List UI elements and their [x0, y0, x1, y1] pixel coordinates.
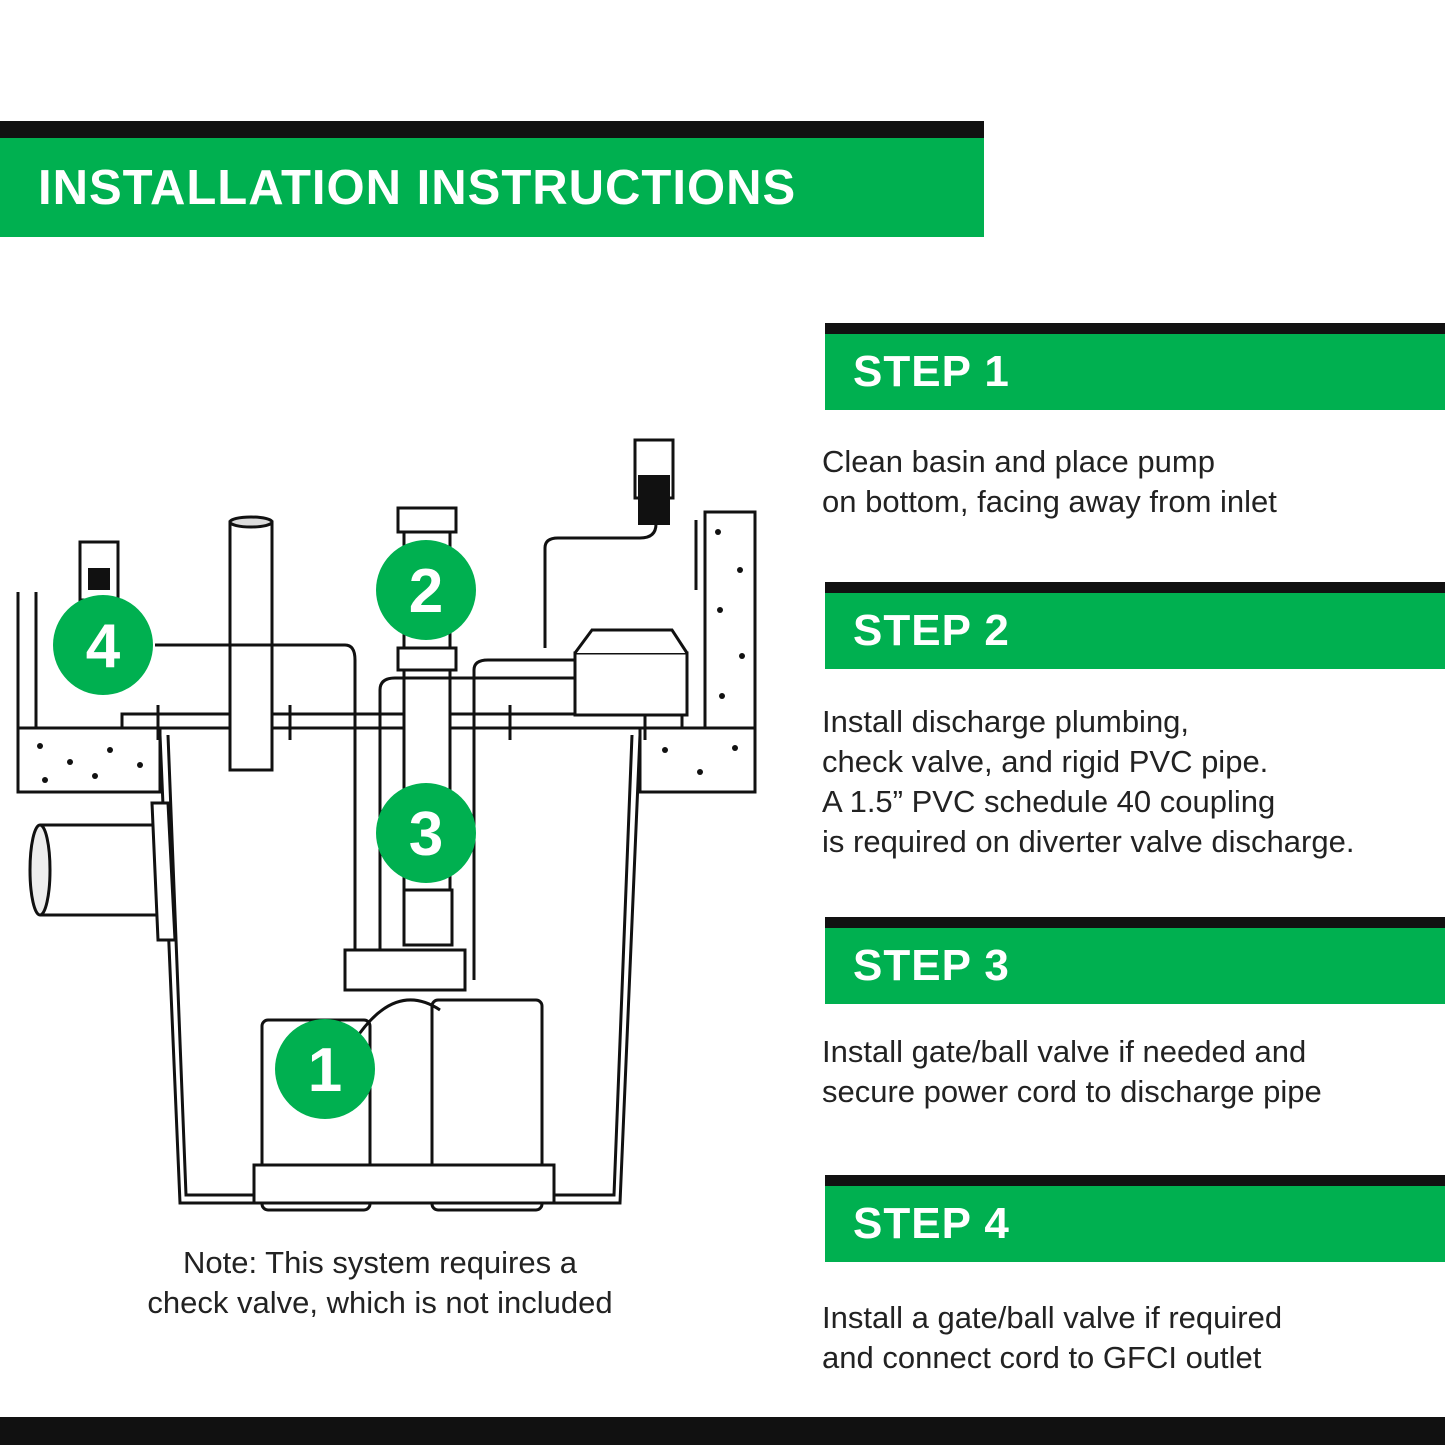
page-title: INSTALLATION INSTRUCTIONS — [38, 160, 797, 215]
badge-4: 4 — [53, 595, 153, 695]
step-1-text: Clean basin and place pump on bottom, fa… — [822, 442, 1442, 522]
step-1-band: STEP 1 — [825, 334, 1445, 410]
badge-3-number: 3 — [409, 800, 443, 869]
diverter-valve — [343, 948, 467, 992]
cord-left — [155, 643, 357, 980]
step-2-band: STEP 2 — [825, 593, 1445, 669]
step-4-header: STEP 4 — [825, 1175, 1445, 1262]
pipe-adapter — [402, 888, 454, 947]
badge-4-number: 4 — [86, 612, 121, 681]
step-4-line: Install a gate/ball valve if required — [822, 1300, 1283, 1335]
right-floor-slab — [638, 726, 757, 794]
step-4-band: STEP 4 — [825, 1186, 1445, 1262]
battery-lid — [573, 628, 689, 654]
step-3-rule — [825, 917, 1445, 928]
cord-right — [472, 658, 580, 980]
lid-clamps — [156, 705, 647, 740]
vent-pipe-cap — [228, 515, 274, 529]
step-4-text: Install a gate/ball valve if required an… — [822, 1298, 1442, 1378]
basin-lid — [120, 712, 684, 730]
right-wall — [703, 510, 757, 730]
cord-battery — [543, 523, 658, 648]
step-4-rule — [825, 1175, 1445, 1186]
concrete-speckles — [37, 529, 745, 783]
step-2-text: Install discharge plumbing, check valve,… — [822, 702, 1442, 862]
step-2-line: check valve, and rigid PVC pipe. — [822, 744, 1269, 779]
step-4-label: STEP 4 — [853, 1199, 1010, 1248]
left-floor-slab — [16, 726, 162, 794]
sump-pump-diagram: 1 2 3 4 — [16, 438, 757, 1212]
badge-1-number: 1 — [308, 1036, 342, 1105]
badge-3: 3 — [376, 783, 476, 883]
inlet-grommet — [150, 801, 177, 942]
note-line: check valve, which is not included — [147, 1285, 613, 1320]
badge-1: 1 — [275, 1019, 375, 1119]
step-2-rule — [825, 582, 1445, 593]
inlet-pipe — [40, 823, 160, 917]
step-3-text: Install gate/ball valve if needed and se… — [822, 1032, 1442, 1112]
inlet-pipe-end — [28, 823, 52, 917]
bottom-rule — [0, 1417, 1445, 1445]
step-3-line: Install gate/ball valve if needed and — [822, 1034, 1307, 1069]
step-4-line: and connect cord to GFCI outlet — [822, 1340, 1262, 1375]
step-2-line: A 1.5” PVC schedule 40 coupling — [822, 784, 1276, 819]
badge-2: 2 — [376, 540, 476, 640]
step-1-rule — [825, 323, 1445, 334]
discharge-coupling — [396, 506, 458, 534]
step-3-band: STEP 3 — [825, 928, 1445, 1004]
step-3-label: STEP 3 — [853, 941, 1010, 990]
step-2-line: Install discharge plumbing, — [822, 704, 1190, 739]
backup-pump — [430, 998, 544, 1212]
plug-right — [638, 475, 670, 525]
step-1-line: Clean basin and place pump — [822, 444, 1215, 479]
plug-left — [88, 568, 110, 590]
step-1-line: on bottom, facing away from inlet — [822, 484, 1277, 519]
note: Note: This system requires a check valve… — [60, 1243, 700, 1323]
title-banner: INSTALLATION INSTRUCTIONS — [0, 121, 984, 237]
note-line: Note: This system requires a — [183, 1245, 577, 1280]
pump-connector — [353, 998, 441, 1041]
check-valve-coupling — [396, 646, 458, 672]
step-2-label: STEP 2 — [853, 606, 1010, 655]
title-band: INSTALLATION INSTRUCTIONS — [0, 138, 984, 237]
step-3-line: secure power cord to discharge pipe — [822, 1074, 1322, 1109]
step-2-header: STEP 2 — [825, 582, 1445, 669]
step-2-line: is required on diverter valve discharge. — [822, 824, 1355, 859]
title-top-rule — [0, 121, 984, 138]
step-3-header: STEP 3 — [825, 917, 1445, 1004]
badge-2-number: 2 — [409, 557, 443, 626]
battery-box — [573, 651, 689, 717]
step-1-label: STEP 1 — [853, 347, 1010, 396]
step-1-header: STEP 1 — [825, 323, 1445, 410]
pump-base — [252, 1163, 556, 1205]
cord-mid — [378, 676, 580, 980]
